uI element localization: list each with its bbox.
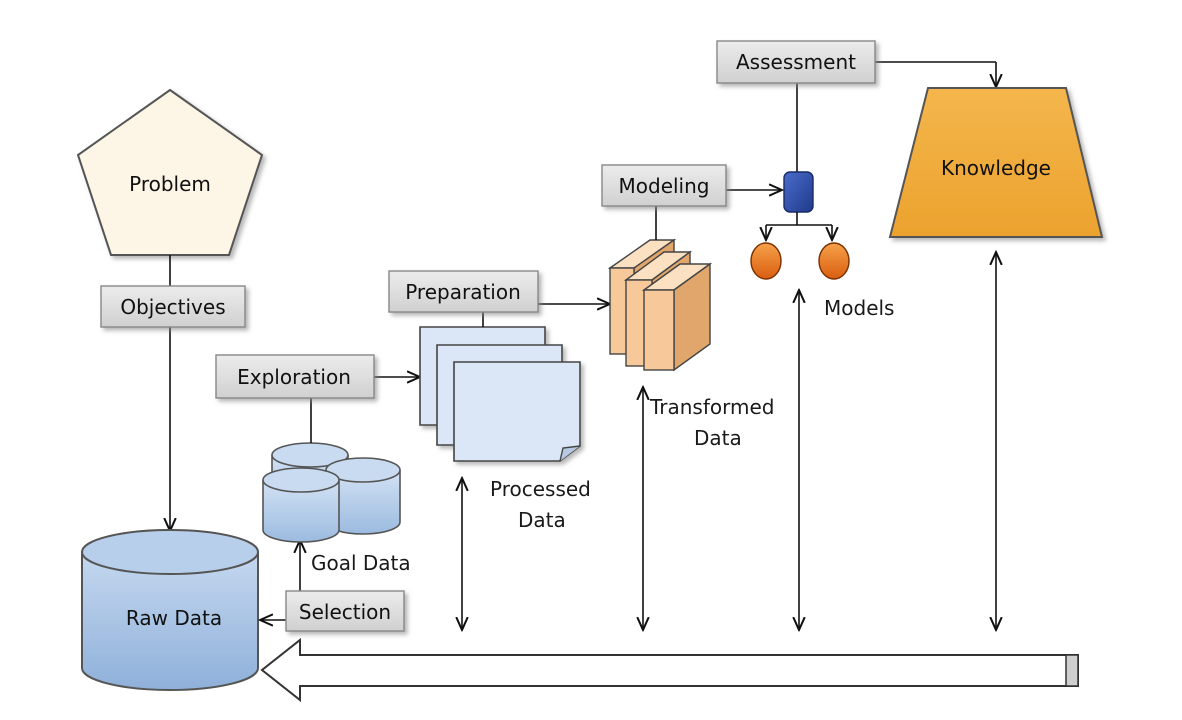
exploration-step: Exploration	[215, 354, 375, 399]
exploration-label: Exploration	[237, 365, 351, 389]
objectives-step: Objectives	[100, 285, 246, 328]
modeling-step: Modeling	[601, 164, 727, 207]
goal-data-label: Goal Data	[311, 551, 411, 575]
selection-step: Selection	[285, 590, 405, 632]
problem-label: Problem	[129, 172, 211, 196]
goal-data-cylinders	[262, 442, 401, 543]
processed-data-documents	[419, 326, 581, 462]
preparation-label: Preparation	[405, 280, 521, 304]
model-node-icon	[783, 171, 814, 213]
knowledge-label: Knowledge	[941, 156, 1051, 180]
knowledge-shape: Knowledge	[888, 87, 1104, 238]
models-label: Models	[824, 296, 894, 320]
transformed-data-label-line2: Data	[694, 426, 742, 450]
raw-data-cylinder: Raw Data	[81, 529, 259, 691]
selection-label: Selection	[299, 600, 391, 624]
objectives-label: Objectives	[120, 295, 225, 319]
feedback-return-arrow	[260, 637, 1079, 703]
transformed-data-blocks	[607, 238, 713, 372]
model-leaf-icon	[818, 242, 850, 280]
modeling-label: Modeling	[619, 174, 710, 198]
models-tree	[750, 83, 850, 280]
transformed-data-label-line1: Transformed	[649, 395, 774, 419]
preparation-step: Preparation	[388, 270, 539, 313]
model-leaf-icon	[750, 242, 782, 280]
assessment-label: Assessment	[736, 50, 856, 74]
processed-data-label-line2: Data	[518, 508, 566, 532]
assessment-step: Assessment	[716, 40, 876, 84]
processed-data-label-line1: Processed	[490, 477, 591, 501]
problem-shape: Problem	[76, 88, 264, 256]
raw-data-label: Raw Data	[126, 606, 222, 630]
